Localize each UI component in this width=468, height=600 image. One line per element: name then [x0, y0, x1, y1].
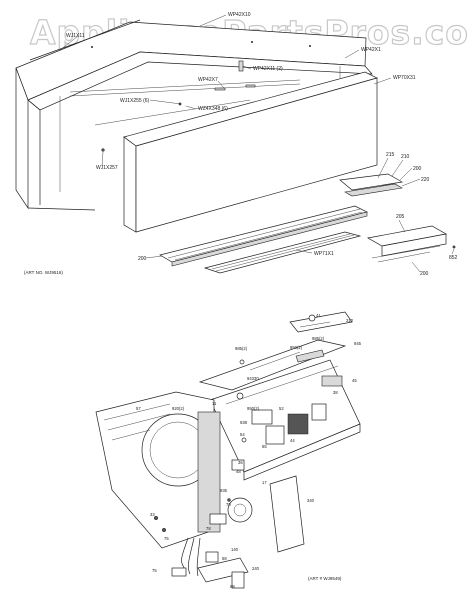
label-54: 54 [240, 432, 245, 437]
label-220: 220 [421, 177, 430, 183]
label-985b: 985(2) [312, 336, 325, 341]
label-17: 17 [262, 480, 267, 485]
top-bracket [289, 311, 353, 333]
label-wp42x1: WP42X1 [361, 47, 381, 53]
label-33: 33 [150, 512, 155, 517]
label-310: 310 [346, 318, 354, 323]
label-935: 935 [220, 488, 228, 493]
label-94330: 94330 [247, 376, 259, 381]
label-11: 11 [212, 401, 217, 406]
cabinet-shell [15, 19, 373, 211]
label-920: 920(2) [172, 406, 185, 411]
label-wz4x348: WZ4X348 (6) [198, 106, 228, 112]
label-52: 52 [279, 406, 284, 411]
label-wj1x11: WJ1X11 [66, 33, 85, 39]
label-75b: 75 [152, 568, 157, 573]
label-wp42x11: WP42X11 (2) [253, 66, 283, 72]
label-wp42x10: WP42X10 [228, 12, 251, 18]
art-number-lower: (ART # WJ9549) [308, 576, 342, 581]
label-wj1x257: WJ1X257 [96, 165, 118, 171]
label-340: 340 [307, 498, 315, 503]
side-panel [269, 475, 305, 553]
label-65: 65 [262, 444, 267, 449]
plate-components [231, 359, 343, 471]
label-852: 852 [449, 255, 458, 261]
label-950: 950(2) [290, 345, 303, 350]
label-57: 57 [136, 406, 141, 411]
wiring-harness [153, 515, 201, 577]
label-215: 215 [386, 152, 395, 158]
label-200b: 200 [138, 256, 147, 262]
label-945: 945 [354, 341, 362, 346]
lower-labels: 41 310 985(2) 950(2) 985(2) 945 45 38 94… [136, 313, 362, 589]
base-plate [209, 359, 361, 481]
label-140: 140 [231, 547, 239, 552]
label-210: 210 [401, 154, 410, 160]
label-70: 70 [226, 502, 231, 507]
label-45: 45 [352, 378, 357, 383]
label-58: 58 [222, 556, 227, 561]
lower-assembly: 41 310 985(2) 950(2) 985(2) 945 45 38 94… [95, 311, 362, 589]
label-985a: 985(2) [235, 346, 248, 351]
label-950b: 950(2) [247, 406, 260, 411]
art-number-upper: (ART NO. WJ9516) [24, 270, 63, 275]
label-44: 44 [290, 438, 295, 443]
bottom-parts [197, 551, 249, 589]
label-36: 36 [238, 460, 243, 465]
control-panel [198, 339, 347, 391]
label-75: 75 [164, 536, 169, 541]
fan-housing [95, 391, 221, 549]
label-wp42x7: WP42X7 [198, 77, 218, 83]
motor-cap [209, 497, 253, 525]
label-200c: 200 [420, 271, 429, 277]
label-938: 938 [240, 420, 248, 425]
label-38: 38 [333, 390, 338, 395]
label-205: 205 [396, 214, 405, 220]
upper-labels: WP42X10 WJ1X11 WP42X1 WP42X11 (2) WP70X3… [59, 12, 458, 277]
label-240: 240 [252, 566, 260, 571]
label-68: 68 [230, 584, 235, 589]
label-200a: 200 [413, 166, 422, 172]
label-wp70x31: WP70X31 [393, 75, 416, 81]
grille-trays [159, 173, 456, 274]
label-wp71x1: WP71X1 [314, 251, 334, 257]
front-panel [123, 71, 378, 233]
label-48: 48 [236, 469, 241, 474]
label-41: 41 [316, 313, 321, 318]
upper-assembly: WP42X10 WJ1X11 WP42X1 WP42X11 (2) WP70X3… [15, 12, 458, 277]
label-wj1x255: WJ1X255 (6) [120, 98, 150, 104]
label-78: 78 [206, 526, 211, 531]
